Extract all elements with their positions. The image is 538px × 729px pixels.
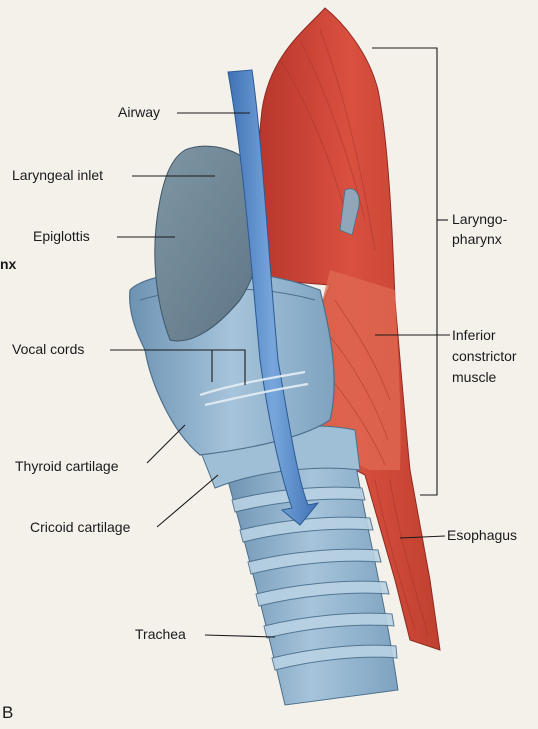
label-cricoid-cartilage: Cricoid cartilage: [30, 519, 130, 536]
label-thyroid-cartilage: Thyroid cartilage: [15, 458, 119, 475]
panel-letter: B: [2, 704, 13, 721]
label-cut-off: nx: [0, 256, 16, 273]
label-vocal-cords: Vocal cords: [12, 341, 84, 358]
label-laryngopharynx-2: pharynx: [452, 231, 502, 248]
label-laryngopharynx-1: Laryngo-: [452, 211, 507, 228]
label-epiglottis: Epiglottis: [33, 228, 90, 245]
label-laryngeal-inlet: Laryngeal inlet: [12, 167, 103, 184]
label-inferior-constrictor-3: muscle: [452, 369, 496, 386]
label-esophagus: Esophagus: [447, 527, 517, 544]
label-inferior-constrictor-1: Inferior: [452, 327, 496, 344]
label-trachea: Trachea: [135, 626, 186, 643]
label-airway: Airway: [118, 104, 160, 121]
label-inferior-constrictor-2: constrictor: [452, 348, 517, 365]
